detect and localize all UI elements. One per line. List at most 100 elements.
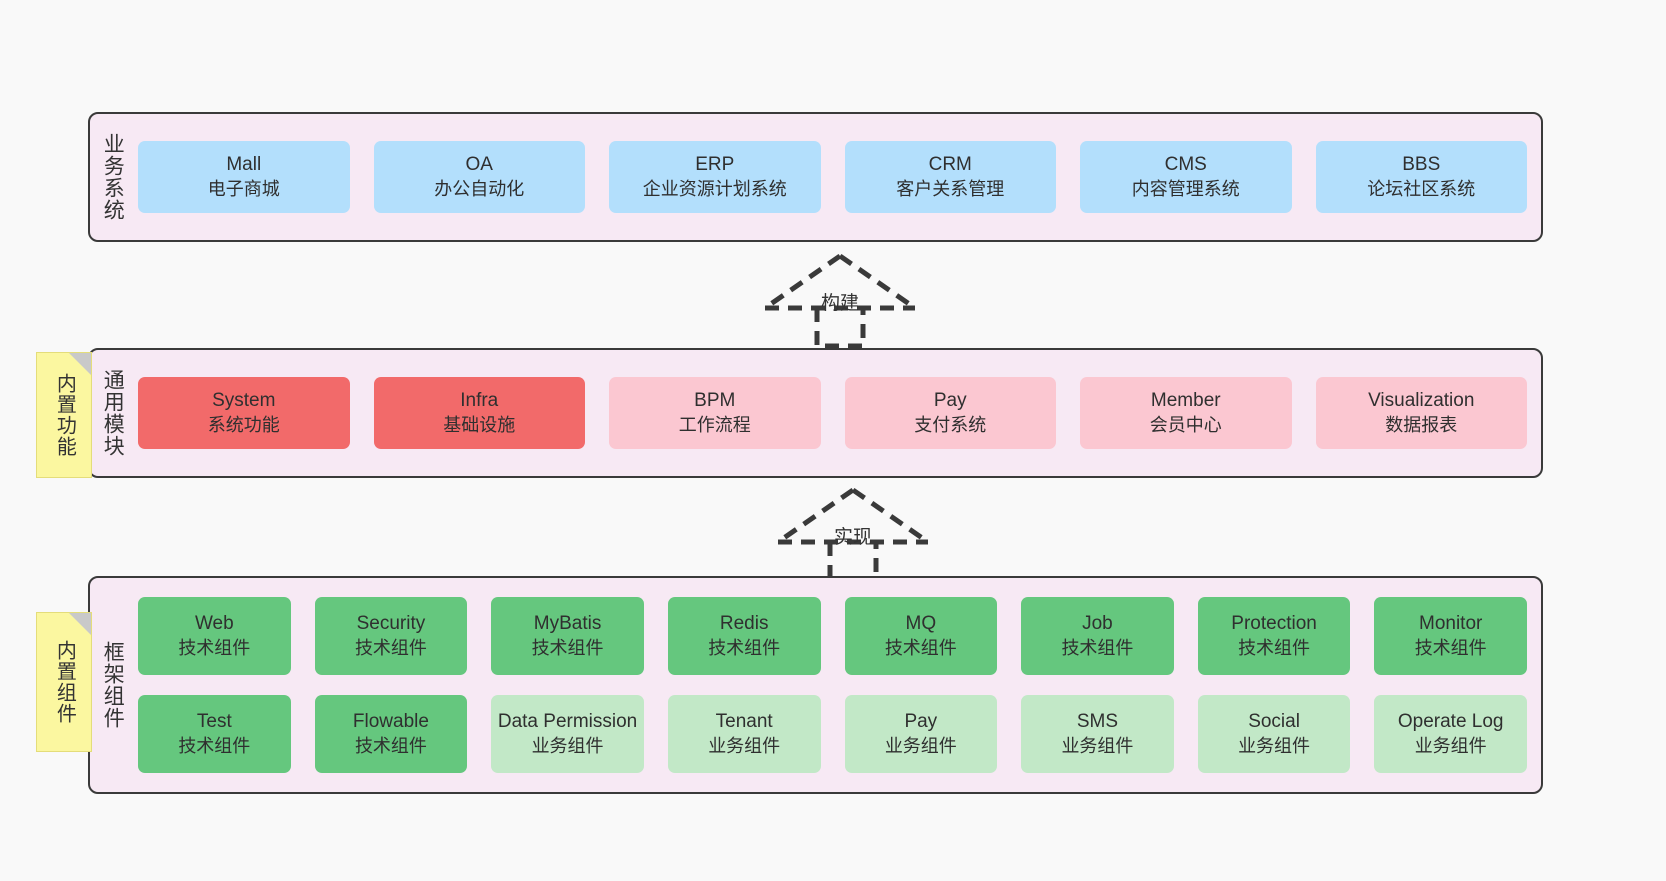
node-title: MQ xyxy=(905,612,937,634)
node-title: Visualization xyxy=(1368,389,1475,411)
node-title: Monitor xyxy=(1419,612,1483,634)
node-subtitle: 论坛社区系统 xyxy=(1367,178,1476,199)
node-pay-component[interactable]: Pay 业务组件 xyxy=(844,695,998,773)
node-pay-module[interactable]: Pay 支付系统 xyxy=(844,377,1056,449)
node-title: Redis xyxy=(719,612,769,634)
node-oa[interactable]: OA 办公自动化 xyxy=(373,141,585,213)
node-subtitle: 技术组件 xyxy=(178,735,251,756)
node-subtitle: 系统功能 xyxy=(207,414,280,435)
node-system[interactable]: System 系统功能 xyxy=(138,377,350,449)
node-row: Test 技术组件 Flowable 技术组件 Data Permission … xyxy=(138,695,1527,773)
node-subtitle: 技术组件 xyxy=(354,637,427,658)
node-subtitle: 业务组件 xyxy=(884,735,957,756)
node-title: Mall xyxy=(226,153,262,175)
node-title: Tenant xyxy=(715,710,773,732)
node-title: Infra xyxy=(460,389,499,411)
node-title: Security xyxy=(356,612,426,634)
node-mall[interactable]: Mall 电子商城 xyxy=(138,141,350,213)
node-title: Job xyxy=(1082,612,1113,634)
node-subtitle: 业务组件 xyxy=(1061,735,1134,756)
node-title: Protection xyxy=(1231,612,1317,634)
node-flowable[interactable]: Flowable 技术组件 xyxy=(314,695,468,773)
node-subtitle: 技术组件 xyxy=(708,637,781,658)
dashed-hollow-arrow-icon xyxy=(763,253,917,348)
node-subtitle: 技术组件 xyxy=(178,637,251,658)
node-security[interactable]: Security 技术组件 xyxy=(314,597,468,675)
node-title: Data Permission xyxy=(497,710,638,732)
node-title: System xyxy=(212,389,276,411)
node-erp[interactable]: ERP 企业资源计划系统 xyxy=(609,141,821,213)
node-title: SMS xyxy=(1076,710,1119,732)
node-title: Web xyxy=(194,612,234,634)
node-row: System 系统功能 Infra 基础设施 BPM 工作流程 Pay 支付系统… xyxy=(138,377,1527,449)
layer-body-common-modules: System 系统功能 Infra 基础设施 BPM 工作流程 Pay 支付系统… xyxy=(134,350,1541,476)
layer-framework-components: 框架组件 Web 技术组件 Security 技术组件 MyBatis 技术组件… xyxy=(88,576,1543,794)
node-subtitle: 技术组件 xyxy=(1238,637,1311,658)
node-bpm[interactable]: BPM 工作流程 xyxy=(609,377,821,449)
node-subtitle: 技术组件 xyxy=(884,637,957,658)
node-title: Pay xyxy=(904,710,938,732)
node-web[interactable]: Web 技术组件 xyxy=(138,597,291,675)
connector-realize: 实现 xyxy=(768,486,938,582)
node-subtitle: 工作流程 xyxy=(678,414,751,435)
node-infra[interactable]: Infra 基础设施 xyxy=(373,377,585,449)
node-subtitle: 基础设施 xyxy=(443,414,516,435)
layer-body-framework-components: Web 技术组件 Security 技术组件 MyBatis 技术组件 Redi… xyxy=(134,578,1541,792)
node-title: Pay xyxy=(933,389,967,411)
node-bbs[interactable]: BBS 论坛社区系统 xyxy=(1315,141,1527,213)
node-title: CMS xyxy=(1164,153,1207,175)
node-row: Mall 电子商城 OA 办公自动化 ERP 企业资源计划系统 CRM 客户关系… xyxy=(138,141,1527,213)
node-data-permission[interactable]: Data Permission 业务组件 xyxy=(491,695,644,773)
node-monitor[interactable]: Monitor 技术组件 xyxy=(1374,597,1527,675)
node-subtitle: 业务组件 xyxy=(531,735,604,756)
node-subtitle: 数据报表 xyxy=(1385,414,1458,435)
node-subtitle: 内容管理系统 xyxy=(1131,178,1240,199)
node-subtitle: 电子商城 xyxy=(207,178,280,199)
node-mybatis[interactable]: MyBatis 技术组件 xyxy=(491,597,644,675)
node-tenant[interactable]: Tenant 业务组件 xyxy=(667,695,821,773)
node-subtitle: 业务组件 xyxy=(1238,735,1311,756)
node-title: ERP xyxy=(695,153,735,175)
node-subtitle: 支付系统 xyxy=(914,414,987,435)
node-title: BPM xyxy=(694,389,736,411)
node-subtitle: 企业资源计划系统 xyxy=(642,178,787,199)
node-subtitle: 技术组件 xyxy=(354,735,427,756)
layer-label-business-systems: 业务系统 xyxy=(101,133,125,221)
note-tab-builtin-components: 内置组件 xyxy=(36,612,92,752)
node-job[interactable]: Job 技术组件 xyxy=(1021,597,1174,675)
node-subtitle: 技术组件 xyxy=(1061,637,1134,658)
node-redis[interactable]: Redis 技术组件 xyxy=(667,597,821,675)
connector-build: 构建 xyxy=(755,252,925,348)
note-tab-builtin-features: 内置功能 xyxy=(36,352,92,478)
node-title: CRM xyxy=(928,153,972,175)
node-sms[interactable]: SMS 业务组件 xyxy=(1021,695,1174,773)
node-social[interactable]: Social 业务组件 xyxy=(1197,695,1351,773)
node-protection[interactable]: Protection 技术组件 xyxy=(1197,597,1351,675)
node-subtitle: 技术组件 xyxy=(1414,637,1487,658)
node-subtitle: 会员中心 xyxy=(1149,414,1222,435)
layer-label-framework-components: 框架组件 xyxy=(101,641,125,729)
node-crm[interactable]: CRM 客户关系管理 xyxy=(844,141,1056,213)
node-title: Social xyxy=(1248,710,1300,732)
node-cms[interactable]: CMS 内容管理系统 xyxy=(1080,141,1292,213)
node-subtitle: 业务组件 xyxy=(1414,735,1487,756)
node-row: Web 技术组件 Security 技术组件 MyBatis 技术组件 Redi… xyxy=(138,597,1527,675)
layer-common-modules: 通用模块 System 系统功能 Infra 基础设施 BPM 工作流程 Pay… xyxy=(88,348,1543,478)
node-operate-log[interactable]: Operate Log 业务组件 xyxy=(1374,695,1527,773)
node-title: Operate Log xyxy=(1397,710,1504,732)
node-title: BBS xyxy=(1402,153,1441,175)
dashed-hollow-arrow-icon xyxy=(776,487,930,582)
layer-body-business-systems: Mall 电子商城 OA 办公自动化 ERP 企业资源计划系统 CRM 客户关系… xyxy=(134,114,1541,240)
node-member[interactable]: Member 会员中心 xyxy=(1080,377,1292,449)
node-subtitle: 业务组件 xyxy=(708,735,781,756)
node-title: MyBatis xyxy=(533,612,602,634)
layer-label-common-modules: 通用模块 xyxy=(101,369,125,457)
node-title: Member xyxy=(1150,389,1221,411)
node-subtitle: 办公自动化 xyxy=(434,178,525,199)
node-visualization[interactable]: Visualization 数据报表 xyxy=(1315,377,1527,449)
node-subtitle: 客户关系管理 xyxy=(896,178,1005,199)
layer-business-systems: 业务系统 Mall 电子商城 OA 办公自动化 ERP 企业资源计划系统 CRM… xyxy=(88,112,1543,242)
node-mq[interactable]: MQ 技术组件 xyxy=(844,597,998,675)
node-test[interactable]: Test 技术组件 xyxy=(138,695,291,773)
node-title: Flowable xyxy=(352,710,429,732)
